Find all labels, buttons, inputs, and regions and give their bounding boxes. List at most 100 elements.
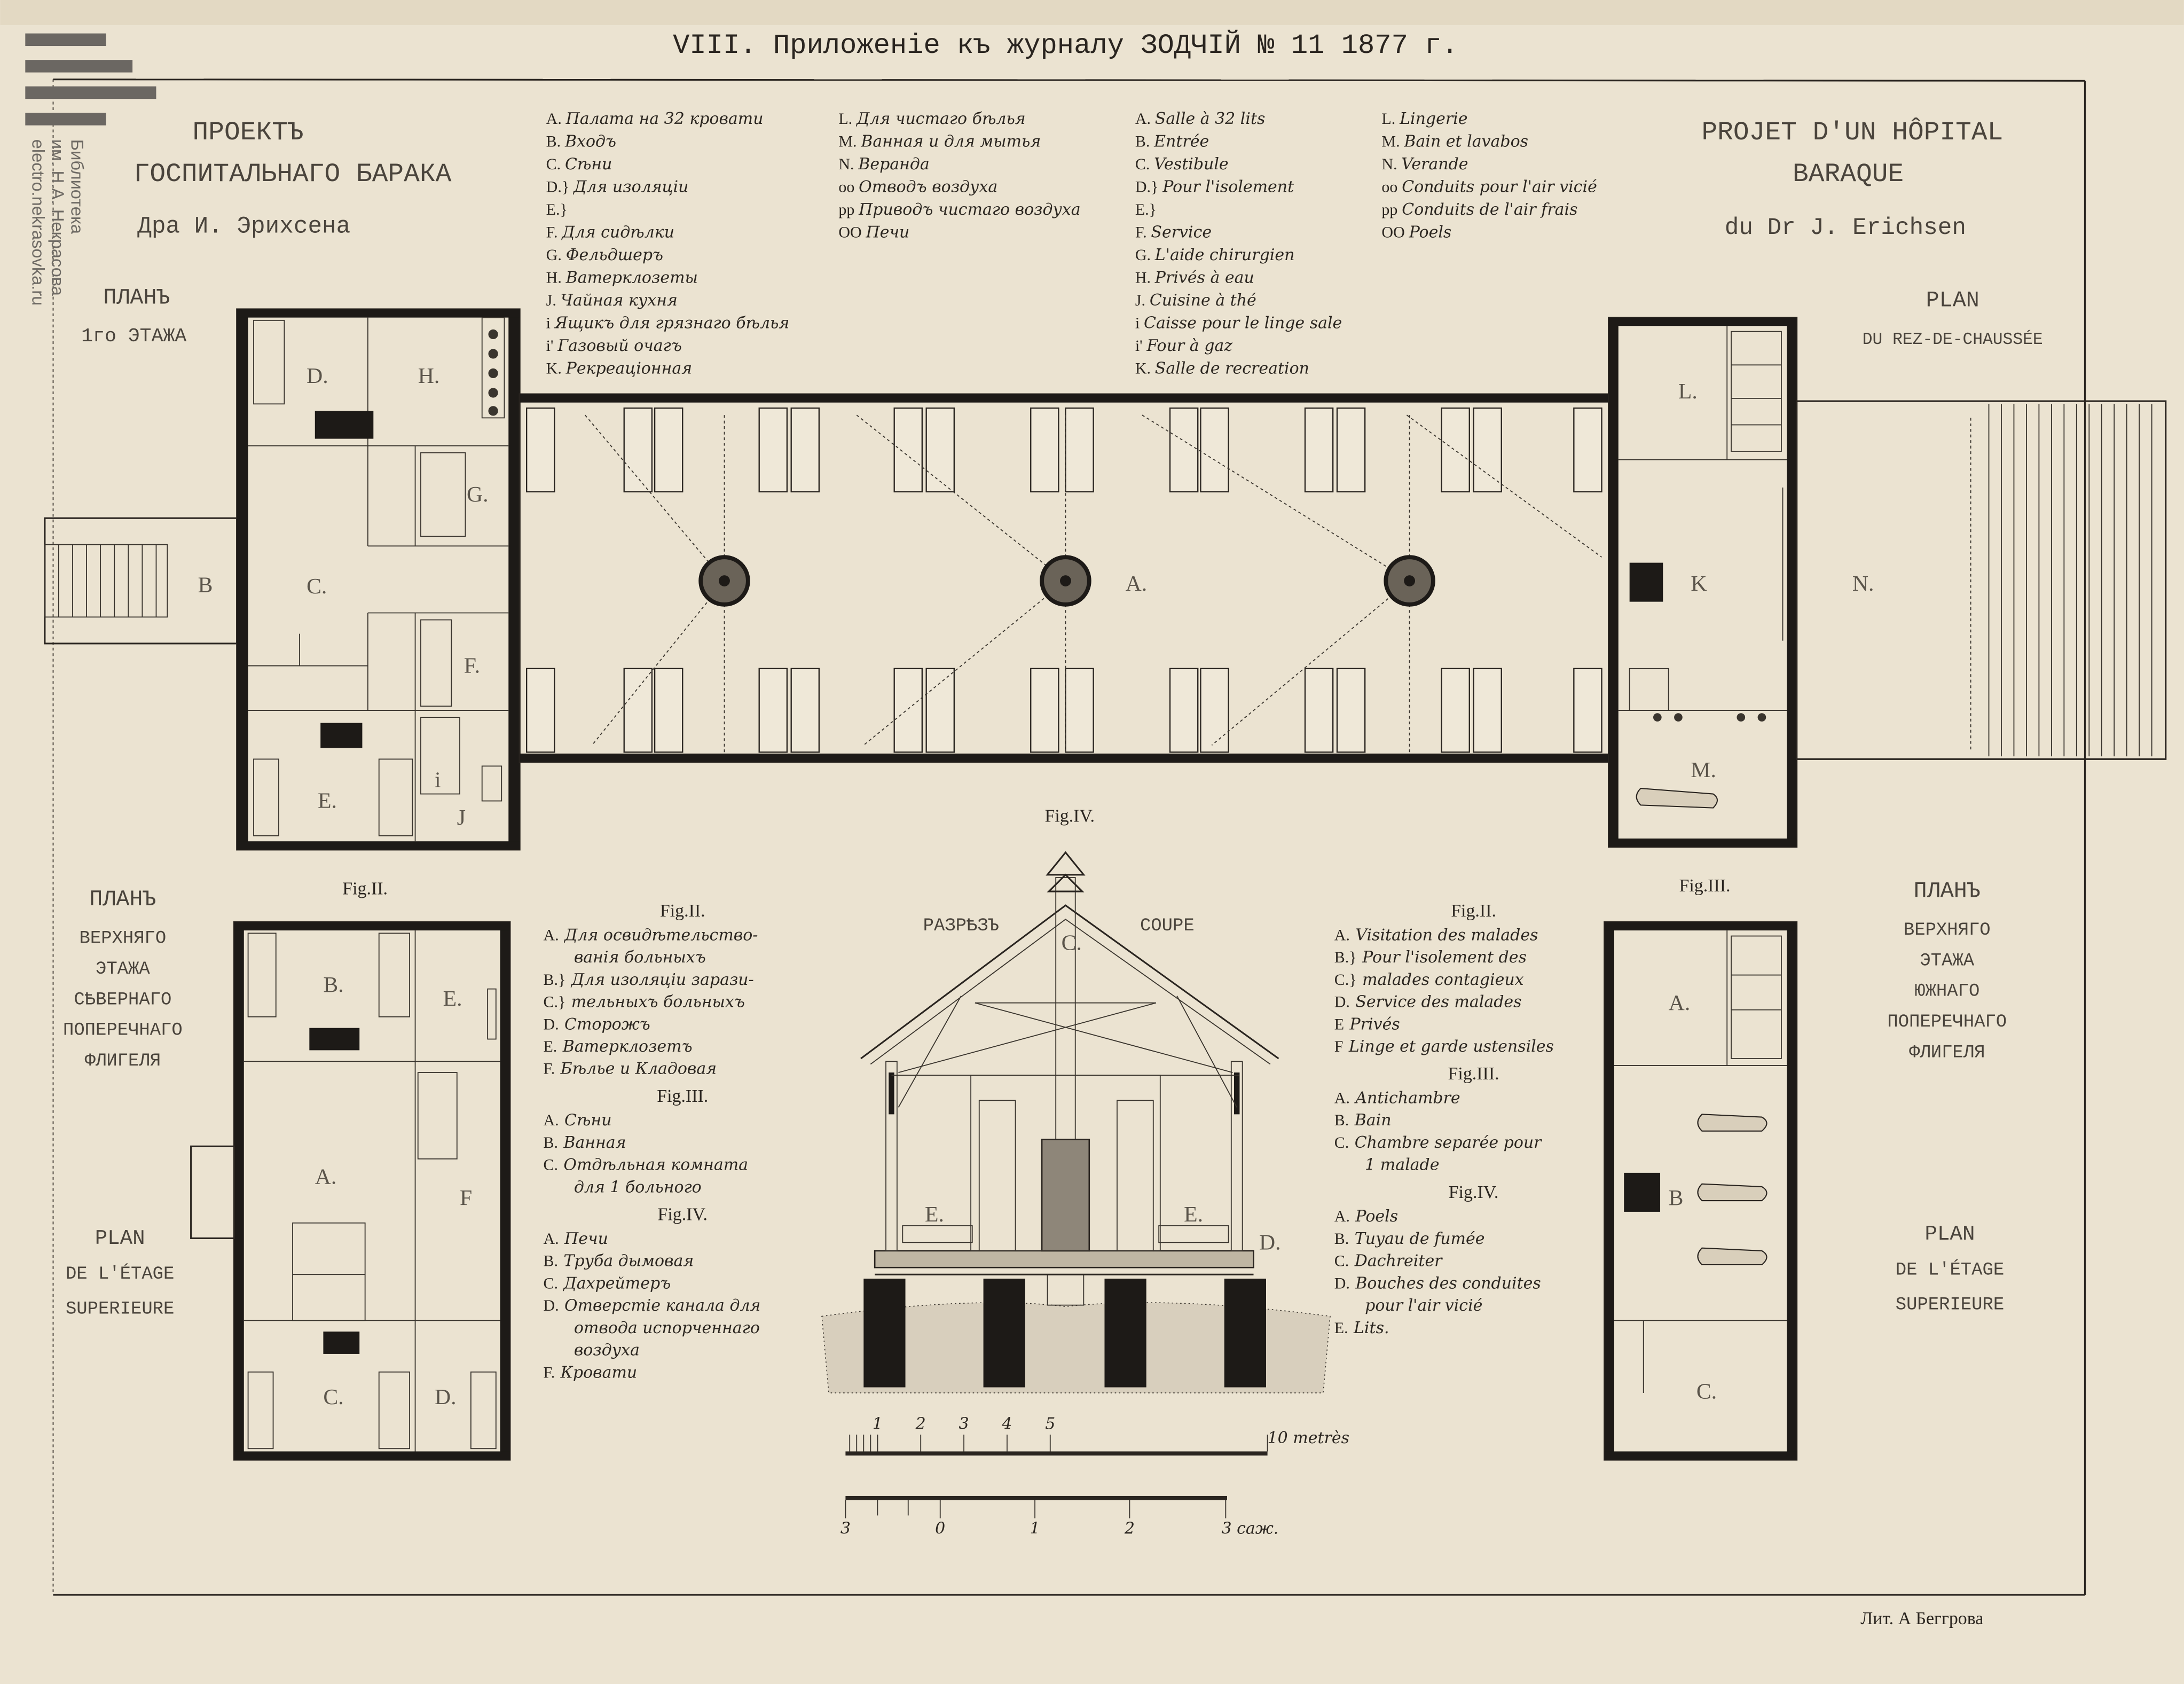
legend-key: OO	[838, 224, 861, 241]
fig2-label-ru-line: ВЕРХНЯГО	[80, 929, 167, 949]
legend-key: C.	[546, 155, 561, 173]
scale-tick-label: 2	[1124, 1519, 1135, 1538]
bed	[654, 407, 684, 492]
room-label-D: D.	[307, 364, 328, 388]
legend-key: A.	[1135, 110, 1151, 128]
bed	[1200, 668, 1229, 753]
fig2-room-B: B.	[323, 973, 343, 997]
note-item: A.Сѣни	[543, 1111, 611, 1130]
legend-text: Pour l'isolement	[1162, 178, 1294, 197]
legend-text: Чайная кухня	[561, 291, 678, 310]
fig2-label-ru: ПЛАНЪ ВЕРХНЯГО ЭТАЖА СѢВЕРНАГО ПОПЕРЕЧНА…	[63, 887, 183, 1319]
room-label-G: G.	[467, 482, 489, 507]
legend-text: Палата на 32 кровати	[565, 109, 764, 128]
legend-key: K.	[546, 360, 562, 378]
note-key: D.	[543, 1297, 559, 1314]
title-ru-line2: ГОСПИТАЛЬНАГО БАРАКА	[134, 159, 452, 189]
legend-item: L.Для чистаго бѣлья	[838, 109, 1025, 128]
scale-tick-label: 5	[1045, 1415, 1055, 1434]
note-text: Chambre separée pour	[1355, 1133, 1542, 1152]
legend-text: Service	[1151, 223, 1212, 242]
note-item: D.Bouches des conduites	[1334, 1274, 1541, 1293]
note-key: D.	[543, 1015, 559, 1033]
note-key: C.	[1334, 1134, 1349, 1152]
bed	[1304, 668, 1334, 753]
legend-item: J.Чайная кухня	[546, 291, 678, 310]
note-key: A.	[543, 1230, 559, 1248]
fig3-south-wing-upper-plan: Fig.III. A. B C. ПЛАНЪ ВЕРХНЯГО ЭТАЖА ЮЖ…	[1604, 876, 2007, 1461]
legend-key: A.	[546, 110, 562, 128]
plan-ground-label-fr: PLAN	[1926, 288, 1979, 314]
fig2-room-E: E.	[443, 986, 462, 1011]
legend-item: E.}	[1135, 201, 1157, 218]
note-item: C.}malades contagieux	[1334, 970, 1524, 989]
note-key: A.	[1334, 926, 1350, 944]
note-key: B.	[543, 1134, 558, 1152]
note-text: Для освидѣтельство-	[563, 926, 758, 944]
fig3-label-ru-line: ПОПЕРЕЧНАГО	[1887, 1012, 2007, 1032]
legend-ru: A.Палата на 32 кроватиB.ВходъC.СѣниD.}Дл…	[546, 109, 1081, 378]
legend-item: A.Salle à 32 lits	[1135, 109, 1266, 128]
fig3-plan-label: Fig.III.	[1679, 876, 1730, 896]
scale-tick-label: 2	[915, 1415, 926, 1434]
air-duct	[863, 580, 1066, 746]
note-key: A.	[543, 926, 559, 944]
foundation-pier	[863, 1279, 906, 1388]
note-item: B.Труба дымовая	[543, 1252, 694, 1271]
stove-icon	[320, 723, 363, 748]
legend-text: Cuisine à thé	[1150, 291, 1256, 310]
note-text: Отдѣльная комната	[563, 1156, 748, 1174]
bed	[1304, 407, 1334, 492]
note-item: A.Для освидѣтельство-	[543, 926, 758, 944]
legend-text: Ватерклозеты	[565, 269, 698, 287]
legend-key: K.	[1135, 360, 1151, 378]
note-text: Poels	[1355, 1207, 1398, 1226]
fig4-cross-section: Fig.IV. РАЗРѢЗЪ COUPE	[821, 806, 1331, 1393]
note-key: C.	[1334, 1252, 1349, 1270]
legend-text: Bain et lavabos	[1403, 132, 1528, 151]
bed	[1473, 407, 1502, 492]
note-text: Privés	[1349, 1015, 1400, 1033]
bed	[790, 407, 820, 492]
note-key: D.	[1334, 1274, 1350, 1292]
note-item: B.Bain	[1334, 1111, 1392, 1130]
bed	[1169, 668, 1199, 753]
note-item-continued: pour l'air vicié	[1365, 1296, 1482, 1315]
room-label-F: F.	[464, 654, 480, 678]
note-text: Печи	[564, 1229, 608, 1248]
legend-key: i	[546, 315, 551, 332]
fig2-room-F: F	[460, 1186, 472, 1210]
note-item-continued: отвода испорченнаго	[574, 1319, 760, 1337]
bed	[1573, 407, 1602, 492]
note-item-continued: для 1 больного	[574, 1178, 702, 1196]
stove-icon	[1624, 1172, 1661, 1212]
air-duct	[1142, 414, 1410, 582]
legend-item: N.Verande	[1381, 155, 1468, 174]
legend-fr: A.Salle à 32 litsB.EntréeC.VestibuleD.}P…	[1135, 109, 1597, 378]
bed	[1336, 668, 1366, 753]
note-item: F.Бѣлье и Кладовая	[543, 1060, 717, 1078]
bed	[1065, 407, 1094, 492]
bed	[526, 407, 555, 492]
legend-key: N.	[838, 155, 854, 173]
scale-tick-label: 3	[840, 1519, 851, 1538]
legend-text: Печи	[865, 223, 909, 242]
bathtub-icon	[1636, 788, 1718, 809]
bed	[1573, 668, 1602, 753]
legend-item: J.Cuisine à thé	[1135, 291, 1256, 310]
stove-icon	[323, 1331, 360, 1354]
room-label-K: K	[1691, 571, 1707, 596]
note-item: A. Печи	[543, 1229, 608, 1248]
legend-item: D.}Для изоляціи	[546, 178, 689, 197]
ground-floor-plan: D. H. G. C. B F. E. J i A.	[44, 308, 2167, 851]
legend-key: H.	[1135, 269, 1151, 287]
legend-text: Vestibule	[1154, 155, 1229, 174]
note-item: C.Dachreiter	[1334, 1252, 1443, 1271]
